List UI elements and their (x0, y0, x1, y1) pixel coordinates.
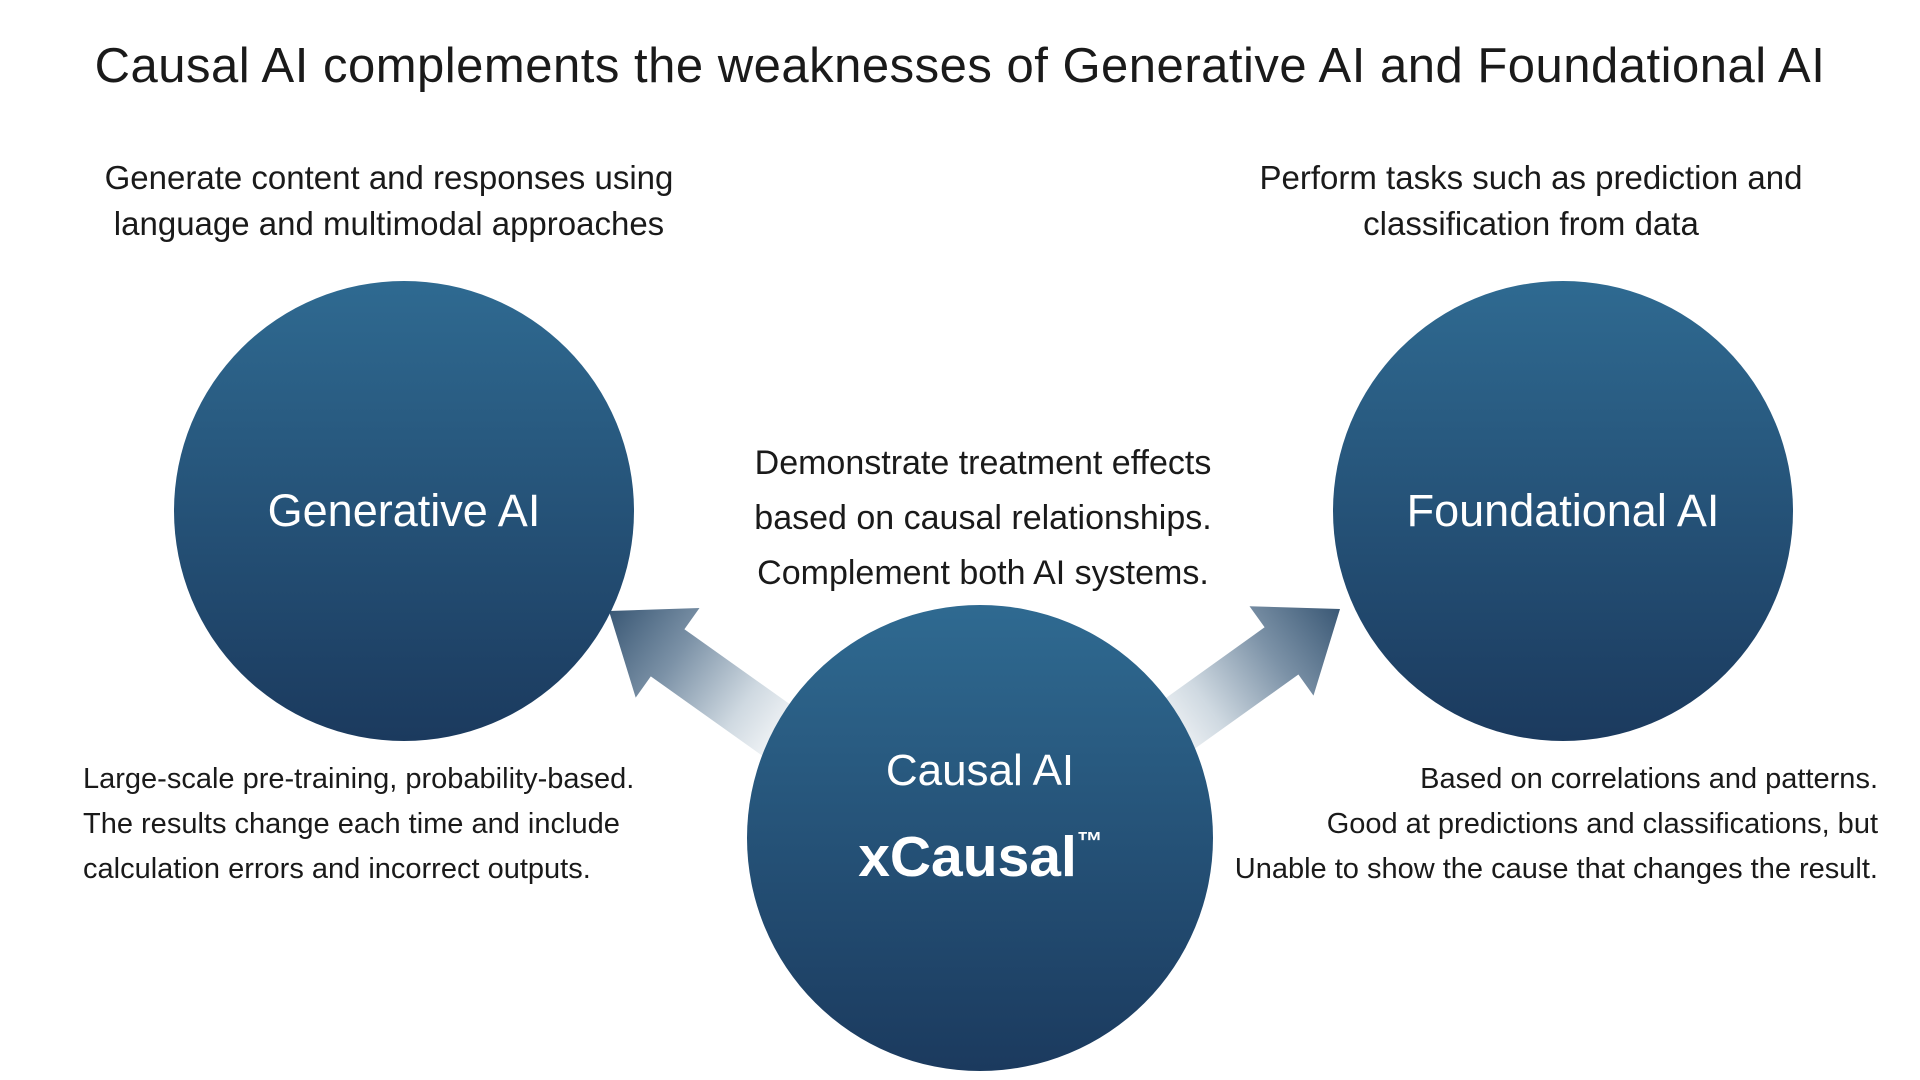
generative-bottom-line-3: calculation errors and incorrect outputs… (83, 853, 591, 885)
foundational-top-line-2: classification from data (1363, 205, 1699, 242)
causal-ai-circle: Causal AI xCausal™ (747, 605, 1213, 1071)
generative-top-line-1: Generate content and responses using (104, 159, 674, 196)
page-title: Causal AI complements the weaknesses of … (94, 39, 1826, 93)
foundational-ai-label: Foundational AI (1406, 485, 1720, 536)
causal-ai-label-stack: Causal AI xCausal™ (858, 746, 1103, 890)
foundational-bottom-line-3: Unable to show the cause that changes th… (1234, 853, 1878, 885)
xcausal-product-name: xCausal (858, 825, 1077, 889)
generative-bottom-line-2: The results change each time and include (83, 808, 620, 840)
foundational-bottom-line-2: Good at predictions and classifications,… (1326, 808, 1878, 840)
trademark-symbol: ™ (1076, 826, 1103, 856)
generative-ai-top-description: Generate content and responses using lan… (89, 155, 689, 247)
foundational-ai-top-description: Perform tasks such as prediction and cla… (1231, 155, 1831, 247)
foundational-ai-circle: Foundational AI (1333, 281, 1793, 741)
generative-ai-bottom-description: Large-scale pre-training, probability-ba… (83, 757, 634, 892)
generative-ai-circle: Generative AI (174, 281, 634, 741)
foundational-bottom-line-1: Based on correlations and patterns. (1420, 763, 1878, 795)
causal-desc-line-1: Demonstrate treatment effects (754, 444, 1212, 482)
generative-top-line-2: language and multimodal approaches (113, 205, 665, 242)
foundational-ai-bottom-description: Based on correlations and patterns. Good… (1235, 757, 1878, 892)
left-arrow-icon (609, 608, 817, 771)
causal-desc-line-3: Complement both AI systems. (757, 554, 1209, 592)
generative-ai-label: Generative AI (267, 485, 541, 536)
causal-ai-description: Demonstrate treatment effects based on c… (683, 436, 1283, 601)
causal-ai-label: Causal AI (885, 746, 1075, 795)
foundational-top-line-1: Perform tasks such as prediction and (1259, 159, 1803, 196)
xcausal-product-label: xCausal™ (858, 824, 1103, 890)
causal-desc-line-2: based on causal relationships. (754, 499, 1212, 537)
generative-bottom-line-1: Large-scale pre-training, probability-ba… (83, 763, 635, 795)
